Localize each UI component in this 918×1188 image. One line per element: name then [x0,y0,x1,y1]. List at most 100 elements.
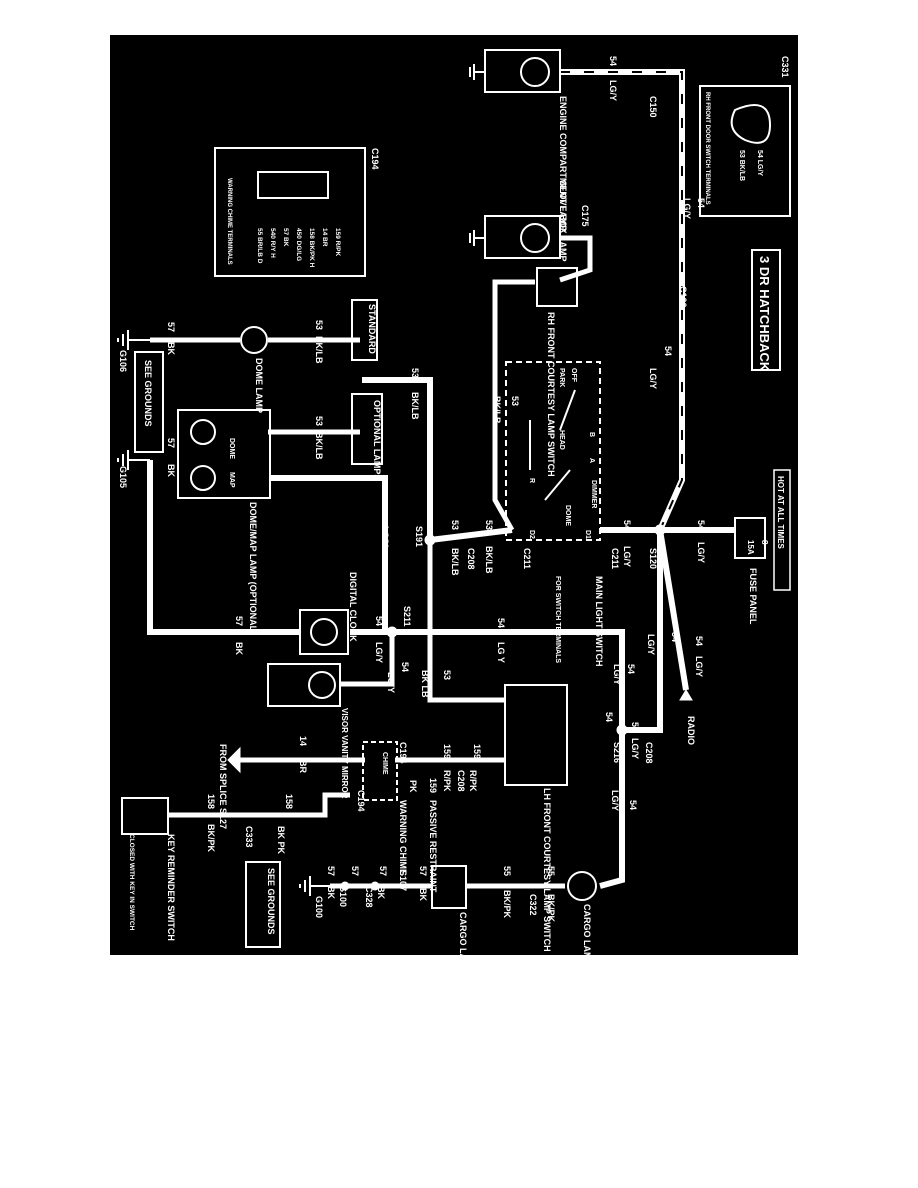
dome-lamp-bulb [240,326,268,354]
s211-dot [386,626,398,638]
label-54-mid: 54 [663,346,673,356]
label-dome-in: DOME [228,438,235,459]
engine-lamp-bulb [520,57,550,87]
wire-54-radio [657,529,689,691]
label-s191: S191 [414,526,424,547]
label-c328: C328 [364,886,374,908]
s120-dot [654,524,666,536]
label-c333: C333 [244,826,254,848]
label-bk-g100: BK [326,886,336,899]
chime-box [362,741,398,801]
label-bk_lb-lh: BK LB [420,670,430,698]
label-14: 14 [298,736,308,746]
visor-box [267,663,341,707]
label-fuse-num: 8 [760,540,769,545]
label-57-s107: 57 [378,866,388,876]
label-159-b: 159 [442,744,452,759]
optional-box [351,393,383,465]
label-bklb-c208: BK/LB [450,548,460,576]
sw-a: A [588,458,595,463]
label-s107: S107 [398,870,408,891]
label-fuse-value: 15A [746,540,755,555]
label-bk-cargo: BK [418,888,428,901]
label-passive: PASSIVE RESTRAINT [428,800,438,893]
label-bk-g105: BK [166,464,176,477]
label-cargo-lamp: CARGO LAMP [582,904,592,966]
chime-pin-2: 158 BK/PK H [308,228,315,268]
label-bklb-opt: BK/LB [314,432,324,460]
label-c331: C331 [780,56,790,78]
wire-158 [168,792,350,818]
wire-54-glovebox [559,235,593,283]
label-lgy-clock: LG/Y [380,526,390,547]
label-bklb-rh: BK/LB [492,396,502,424]
sw-r: R [528,478,535,483]
label-lgy-fuse: LG/Y [696,542,706,563]
label-grounds-2: SEE GROUNDS [266,868,276,935]
label-s216: S216 [612,742,622,763]
label-s100: S100 [338,886,348,907]
diagram-content [117,49,791,948]
label-57-s100: 57 [350,866,360,876]
label-57-g100: 57 [326,866,336,876]
wire-54-visor [340,632,395,687]
chime-pin-4: 57 BK [282,228,289,247]
sw-park: PARK [558,368,565,387]
clock-box [299,609,349,655]
label-53-rh: 53 [510,396,520,406]
label-c100: C100 [678,286,688,308]
label-s120: S120 [648,548,658,569]
label-54-top: 54 [608,56,618,66]
label-54-s216: 54 [604,712,614,722]
label-54-down: 54 [670,632,680,642]
label-c208-c: C208 [456,770,466,792]
label-main-switch: MAIN LIGHT SWITCH [594,576,604,667]
domemap-box [177,409,271,499]
label-53-opt: 53 [314,416,324,426]
label-domemap: DOME/MAP LAMP (OPTIONAL) [248,502,258,634]
label-lgy-s216: LG/Y [630,738,640,759]
clock-bulb [310,618,338,646]
g100-ground [299,876,330,896]
label-rpk-b: R/PK [442,770,452,792]
label-54-radio: 54 [694,636,704,646]
door-inset-pin2: 53 BK/LB [738,150,745,181]
label-bkpk-55b: BK/PK [502,890,512,919]
sw-dimmer: DIMMER [590,480,597,508]
grounds-box-1 [134,351,164,453]
label-c194-top: C194 [370,148,380,170]
wire-54-lgy-clock [270,475,388,630]
s191-dot [424,534,436,546]
wire-53-s191 [429,527,513,543]
glove-lamp-bulb [520,223,550,253]
chime-inset-heading: WARNING CHIME TERMINALS [226,178,232,265]
label-bk-c328: BK [376,886,386,899]
label-c208: C208 [466,548,476,570]
sw-b: B [588,432,595,437]
label-53-dome: 53 [314,320,324,330]
label-splice: FROM SPLICE S127 [218,744,228,829]
label-lgy-trunk: LG/Y [682,198,692,219]
label-159-c: 159 [428,778,438,793]
main-switch-box [505,361,601,541]
label-g100: G100 [314,896,324,918]
label-dome-lamp: DOME LAMP [254,358,264,413]
title-box [751,249,781,371]
map-bulb [190,465,216,491]
label-rh-switch: RH FRONT COURTESY LAMP SWITCH [546,312,556,477]
wire-57-clock [147,460,300,635]
label-54-visor: 54 [400,662,410,672]
title: 3 DR HATCHBACK [757,256,772,372]
label-optional: OPTIONAL LAMPS [372,400,382,480]
label-c208-b: C208 [644,742,654,764]
label-engine-lamp: ENGINE COMPARTMENT LAMP [558,96,568,231]
chime-pin-6: 55 BR/LB D [256,228,263,264]
cargo-lamp-bulb [567,871,597,901]
wire-53-rh [492,279,535,532]
label-54-cargo-line: 54 [628,800,638,810]
label-bkpk-55a: BK/PK [546,894,556,923]
label-lgy-lgy-2: LG/Y [612,664,622,685]
sw-off: OFF [570,368,577,383]
label-54-s211: 54 [496,618,506,628]
